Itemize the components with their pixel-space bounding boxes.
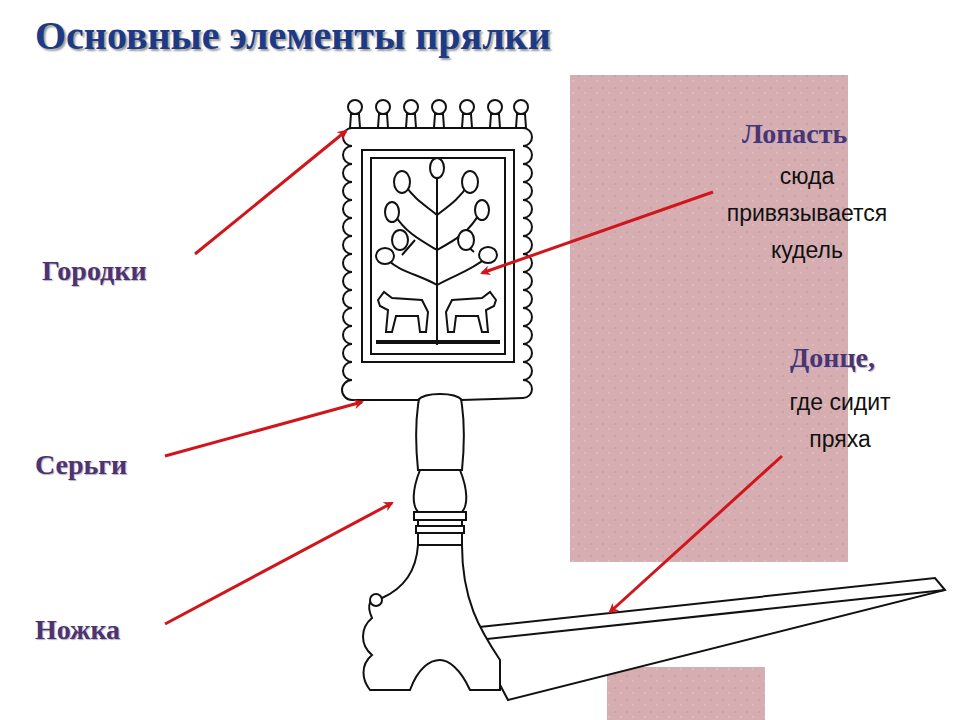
- knob-ball: [488, 100, 502, 114]
- knob-stem: [350, 114, 360, 128]
- knob-stem: [434, 114, 444, 128]
- painted-panel: [371, 158, 505, 354]
- note-text: сюда привязывается кудель: [697, 158, 917, 269]
- knob-ball: [376, 100, 390, 114]
- note-text: где сидит пряха: [762, 384, 918, 458]
- knob-ball: [348, 100, 362, 114]
- leader-arrow: [165, 503, 392, 624]
- leader-arrow: [482, 192, 713, 273]
- knob-ball: [514, 100, 528, 114]
- ground-strip: [376, 340, 500, 344]
- leg-foot: [363, 545, 500, 690]
- leader-arrows: [165, 131, 782, 624]
- knob-ball: [432, 100, 446, 114]
- seat-board: [470, 578, 945, 700]
- pink-panel: [570, 75, 848, 562]
- leader-arrow: [165, 402, 362, 456]
- distaff-drawing: [342, 100, 945, 700]
- tree: [388, 170, 486, 345]
- leader-arrow: [195, 131, 346, 254]
- seat-edge: [470, 590, 945, 640]
- leaves: [376, 158, 497, 264]
- knob-ball: [404, 100, 418, 114]
- horses: [378, 292, 496, 332]
- knob-ball: [460, 100, 474, 114]
- part-name: Лопасть: [742, 118, 847, 150]
- gorodki-knobs: [348, 100, 528, 128]
- leg-ring: [416, 526, 464, 533]
- knob-stem: [406, 114, 416, 128]
- part-name: Ножка: [35, 614, 120, 646]
- knob-stem: [462, 114, 472, 128]
- knob-stem: [516, 114, 526, 128]
- knob-stem: [490, 114, 500, 128]
- part-name: Городки: [42, 255, 147, 287]
- leader-arrow: [610, 456, 782, 612]
- title: Основные элементы прялки: [35, 12, 551, 59]
- pink-panel: [607, 667, 765, 720]
- leg-ring: [414, 512, 466, 520]
- foot-knob: [370, 594, 382, 606]
- part-name: Серьги: [35, 449, 127, 481]
- part-name: Донце,: [790, 342, 875, 374]
- leg: [414, 470, 467, 545]
- blade-frame: [362, 150, 514, 362]
- knob-stem: [378, 114, 388, 128]
